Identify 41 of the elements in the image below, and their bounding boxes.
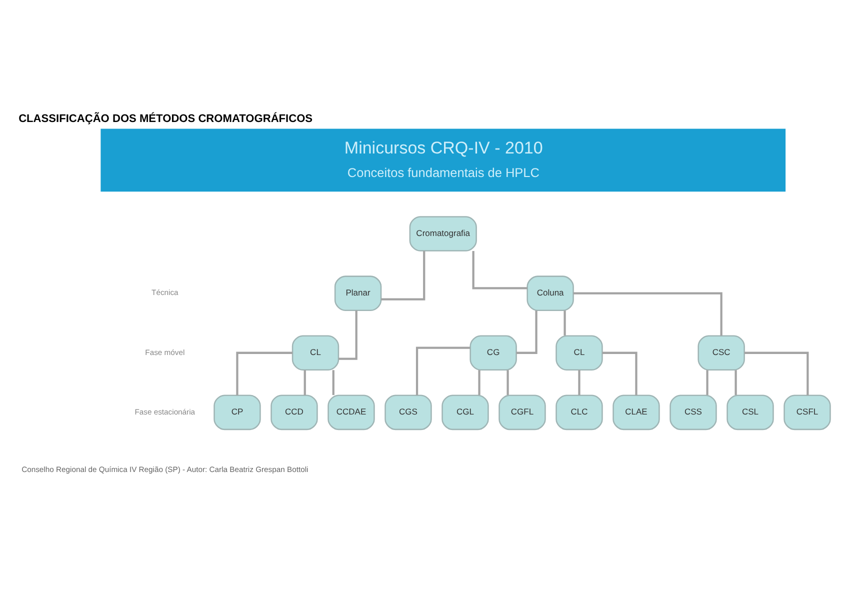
connector [236,351,292,395]
node-box: CSC [698,334,745,370]
connector [478,370,480,395]
connector [332,370,334,395]
connector [578,370,580,395]
connector [516,310,538,354]
connector [602,351,638,395]
node-box: CL [556,334,603,370]
node-box: CCD [270,394,318,430]
connector [304,370,306,395]
connector [744,351,809,395]
node-box: CCDAE [328,394,375,430]
connector [381,250,426,300]
connector [416,346,470,395]
label: Fase estacionária [134,406,196,416]
node-box: CGS [384,394,432,430]
node-box: CP [214,394,261,430]
connector [706,370,708,395]
label: Conselho Regional de Química IV Região (SP) - Autor: Carla Beatriz Grespan Bottoli [22,464,308,474]
node-box: Planar [334,275,382,310]
node-box: CG [470,334,517,370]
node-box: CLAE [612,394,660,430]
connector [472,250,528,289]
node-box: CSL [726,394,774,430]
connector [734,370,737,395]
connector [573,292,722,336]
node-box: CSS [670,394,717,430]
diagram-title: CLASSIFICAÇÃO DOS MÉTODOS CROMATOGRÁFICOS [18,112,313,124]
label: Técnica [152,288,178,297]
node-box: CLC [556,394,603,430]
label: Fase móvel [145,347,185,356]
node-box: CL [292,334,340,370]
node-box: Minicursos CRQ-IV - 2010 Conceitos fundamentais de HPLC [100,128,786,192]
node-box: Cromatografia [409,216,477,251]
connector [506,370,509,395]
node-box: Coluna [526,275,574,310]
connector [564,310,566,335]
node-box: CGFL [498,394,546,430]
connector [338,310,358,360]
node-box: CSFL [784,394,831,430]
node-box: CGL [442,394,489,430]
